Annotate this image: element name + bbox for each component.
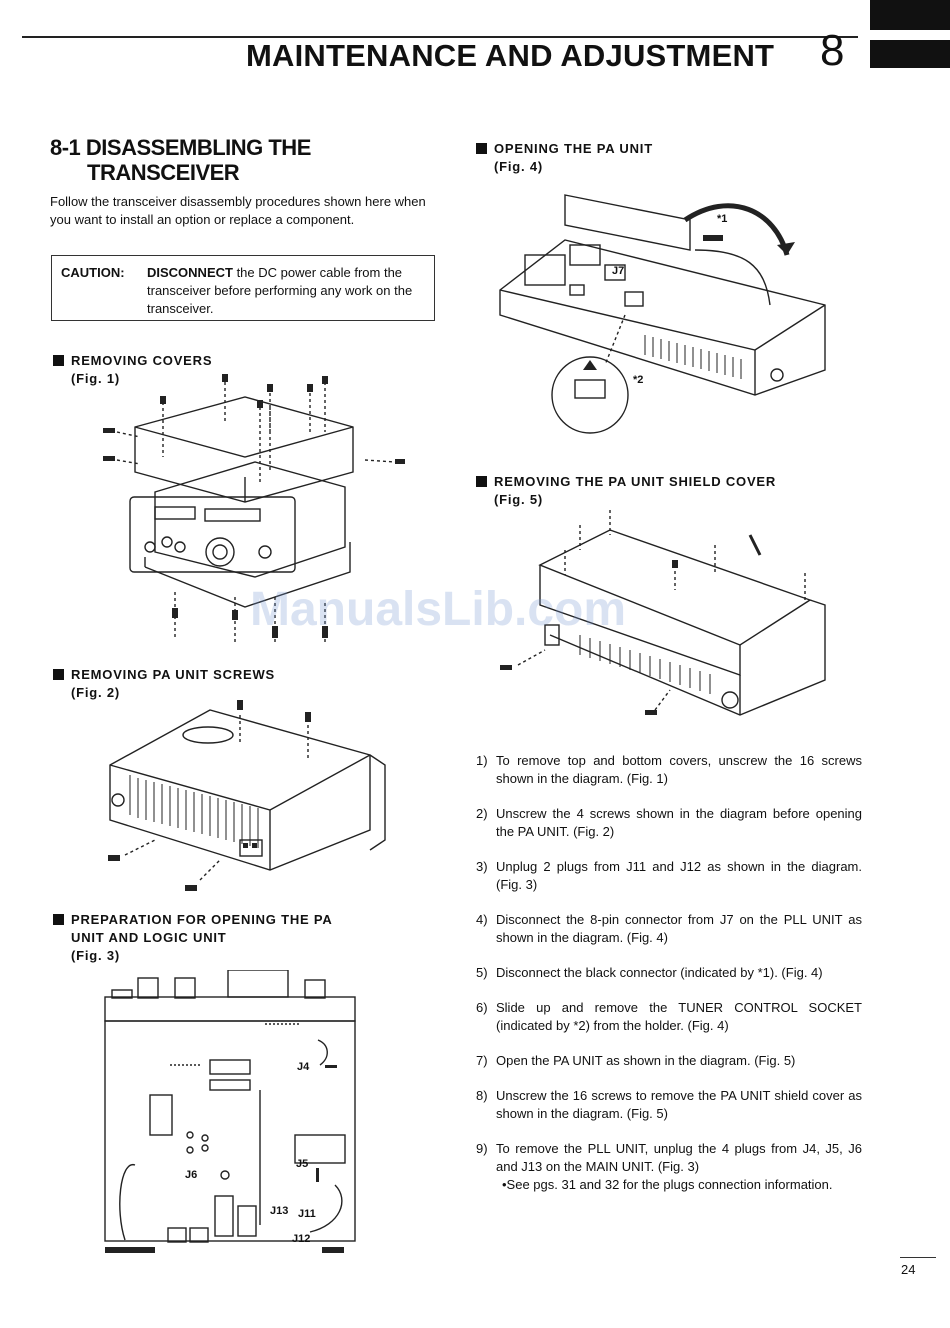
- watermark: ManualsLib.com: [250, 583, 627, 636]
- fig5-heading-text: REMOVING THE PA UNIT SHIELD COVER: [494, 474, 777, 489]
- fig3-heading-text: PREPARATION FOR OPENING THE PA: [71, 912, 333, 927]
- step-item: 7) Open the PA UNIT as shown in the diagr…: [476, 1052, 862, 1070]
- bullet-square: [53, 669, 64, 680]
- fig3-label-j12: J12: [292, 1233, 310, 1245]
- bullet-square: [53, 914, 64, 925]
- fig4-heading: OPENING THE PA UNIT (Fig. 4): [476, 140, 653, 176]
- step-number: 4): [476, 912, 488, 927]
- fig3-label-j4: J4: [297, 1061, 310, 1073]
- caution-box: CAUTION: DISCONNECT the DC power cable f…: [51, 255, 435, 321]
- fig3-caption: (Fig. 3): [71, 948, 121, 963]
- section-title: 8-1 DISASSEMBLING THE TRANSCEIVER: [50, 135, 311, 185]
- fig4-label-j7: J7: [612, 265, 624, 277]
- step-text: To remove the PLL UNIT, unplug the 4 plu…: [496, 1140, 862, 1194]
- chapter-tab-mark: [870, 40, 950, 68]
- fig4-opening-pa-unit-diagram: J7 *1 *2: [499, 194, 826, 434]
- step-number: 1): [476, 753, 488, 768]
- fig5-caption: (Fig. 5): [494, 492, 544, 507]
- step-text: Open the PA UNIT as shown in the diagram…: [496, 1053, 796, 1068]
- step-number: 9): [476, 1141, 488, 1156]
- fig2-heading-text: REMOVING PA UNIT SCREWS: [71, 667, 276, 682]
- step-number: 5): [476, 965, 488, 980]
- step-number: 8): [476, 1088, 488, 1103]
- fig2-pa-screws-diagram: [108, 700, 386, 891]
- step-text: Unscrew the 4 screws shown in the diagra…: [496, 806, 862, 839]
- fig3-label-j13: J13: [270, 1205, 288, 1217]
- step-text: Disconnect the 8-pin connector from J7 o…: [496, 912, 862, 945]
- chapter-tab-mark: [870, 0, 950, 30]
- intro-paragraph: Follow the transceiver disassembly proce…: [50, 194, 426, 227]
- page-number-rule: [900, 1257, 936, 1258]
- fig3-label-j6: J6: [185, 1169, 197, 1181]
- section-title-line2: TRANSCEIVER: [87, 160, 240, 185]
- fig4-heading-text: OPENING THE PA UNIT: [494, 141, 653, 156]
- step-note: •See pgs. 31 and 32 for the plugs connec…: [502, 1177, 833, 1192]
- fig3-main-unit-diagram: J4 J5 J6 J11 J12 J13: [104, 970, 356, 1253]
- page-number: 24: [901, 1262, 916, 1277]
- fig4-label-mark2: *2: [633, 374, 643, 386]
- step-text: Unscrew the 16 screws to remove the PA U…: [496, 1088, 862, 1121]
- step-text: Disconnect the black connector (indicate…: [496, 965, 823, 980]
- step-item: 6) Slide up and remove the TUNER CONTROL …: [476, 999, 862, 1035]
- caution-text: DISCONNECT the DC power cable from the t…: [147, 264, 429, 318]
- procedure-steps: 1) To remove top and bottom covers, unscr…: [476, 752, 862, 1211]
- header-rule: [22, 36, 858, 38]
- step-item: 9) To remove the PLL UNIT, unplug the 4 p…: [476, 1140, 862, 1194]
- fig1-heading: REMOVING COVERS (Fig. 1): [53, 352, 212, 388]
- fig4-caption: (Fig. 4): [494, 159, 544, 174]
- fig1-heading-text: REMOVING COVERS: [71, 353, 213, 368]
- step-text: Unplug 2 plugs from J11 and J12 as shown…: [496, 859, 862, 892]
- fig3-label-j11: J11: [298, 1208, 316, 1220]
- step-item: 5) Disconnect the black connector (indica…: [476, 964, 862, 982]
- fig5-heading: REMOVING THE PA UNIT SHIELD COVER (Fig. …: [476, 473, 776, 509]
- fig3-heading: PREPARATION FOR OPENING THE PA UNIT AND …: [53, 911, 333, 965]
- step-item: 8) Unscrew the 16 screws to remove the PA…: [476, 1087, 862, 1123]
- caution-label: CAUTION:: [61, 265, 125, 280]
- step-item: 4) Disconnect the 8-pin connector from J7…: [476, 911, 862, 947]
- step-number: 2): [476, 806, 488, 821]
- fig3-label-j5: J5: [296, 1158, 308, 1170]
- bullet-square: [476, 143, 487, 154]
- section-title-line1: 8-1 DISASSEMBLING THE: [50, 135, 311, 160]
- fig2-caption: (Fig. 2): [71, 685, 121, 700]
- step-number: 7): [476, 1053, 488, 1068]
- fig1-caption: (Fig. 1): [71, 371, 121, 386]
- fig2-heading: REMOVING PA UNIT SCREWS (Fig. 2): [53, 666, 275, 702]
- fig5-shield-cover-diagram: [500, 510, 826, 716]
- step-number: 6): [476, 1000, 488, 1015]
- page-title: MAINTENANCE AND ADJUSTMENT: [246, 38, 775, 73]
- bullet-square: [53, 355, 64, 366]
- step-item: 1) To remove top and bottom covers, unscr…: [476, 752, 862, 788]
- bullet-square: [476, 476, 487, 487]
- caution-body: the DC power cable from the transceiver …: [147, 265, 413, 316]
- step-text-main: To remove the PLL UNIT, unplug the 4 plu…: [496, 1141, 862, 1174]
- step-number: 3): [476, 859, 488, 874]
- chapter-number: 8: [820, 26, 845, 75]
- fig1-covers-diagram: [103, 374, 405, 642]
- step-text: To remove top and bottom covers, unscrew…: [496, 753, 862, 786]
- step-text: Slide up and remove the TUNER CONTROL SO…: [496, 1000, 862, 1033]
- fig4-label-mark1: *1: [717, 213, 727, 225]
- caution-keyword: DISCONNECT: [147, 265, 233, 280]
- step-item: 2) Unscrew the 4 screws shown in the diag…: [476, 805, 862, 841]
- step-item: 3) Unplug 2 plugs from J11 and J12 as sho…: [476, 858, 862, 894]
- fig3-heading-line2: UNIT AND LOGIC UNIT: [71, 930, 227, 945]
